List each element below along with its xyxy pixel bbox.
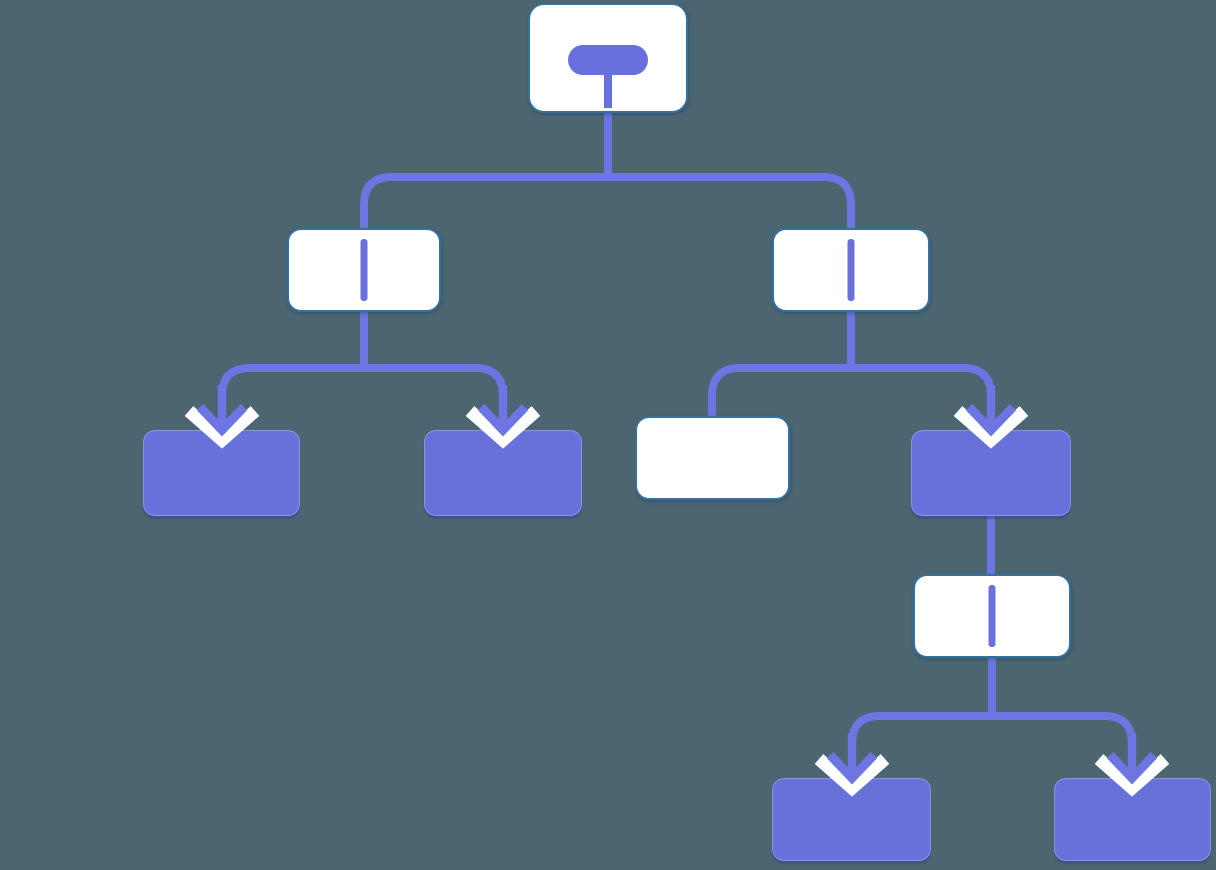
node-branch-right[interactable] [772,228,930,312]
node-right-purple[interactable] [911,430,1071,516]
node-root[interactable] [528,3,688,113]
node-leaf-left-1[interactable] [143,430,300,516]
node-child-right-plain[interactable] [635,416,790,500]
vertical-line-icon [847,239,855,301]
node-branch-left[interactable] [287,228,441,312]
node-leaf-bottom-1[interactable] [772,778,931,861]
edge-split-bottom [848,712,1136,750]
node-leaf-left-2[interactable] [424,430,582,516]
vertical-line-icon [988,585,996,647]
root-pill-icon [568,45,648,75]
edge-split-right [708,364,995,417]
root-pill-stem-icon [604,75,612,108]
node-branch-right-2[interactable] [913,574,1071,658]
edge-split-left [218,364,507,397]
node-leaf-bottom-2[interactable] [1054,778,1211,861]
edge-split-level1 [360,173,855,229]
vertical-line-icon [360,239,368,301]
